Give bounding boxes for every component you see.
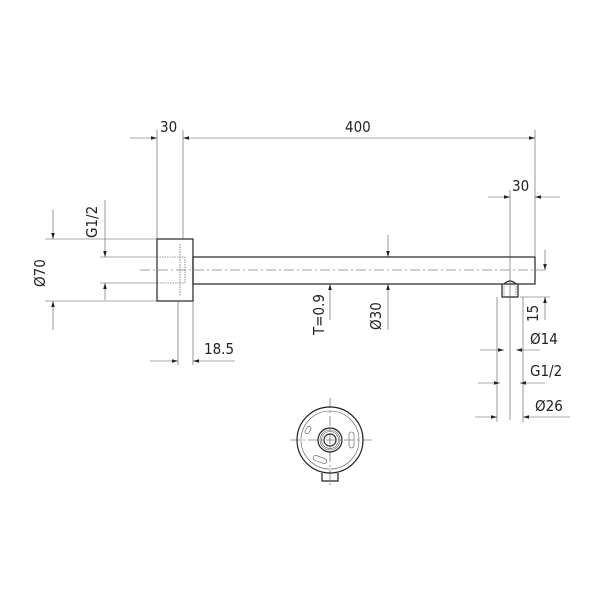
dim-flange-width: 30 (160, 118, 177, 136)
dimension-lines (51, 136, 570, 419)
dim-outlet-height: 15 (524, 305, 542, 322)
dim-pipe-diameter: Ø30 (367, 302, 385, 330)
dim-inlet-thread: G1/2 (83, 206, 101, 238)
dim-flange-depth: 18.5 (204, 340, 234, 358)
dim-outlet-outer-diameter: Ø26 (535, 397, 563, 415)
dim-wall-thickness: T=0.9 (310, 294, 328, 336)
front-view (290, 398, 372, 485)
shower-arm-pipe (192, 256, 536, 285)
dim-outlet-diameter: Ø14 (530, 330, 558, 348)
extension-lines (45, 130, 550, 422)
dim-outlet-thread: G1/2 (530, 362, 562, 380)
dim-flange-diameter: Ø70 (31, 259, 49, 287)
dim-outlet-offset: 30 (512, 177, 529, 195)
dim-arm-length: 400 (345, 118, 371, 136)
side-view (140, 238, 545, 302)
